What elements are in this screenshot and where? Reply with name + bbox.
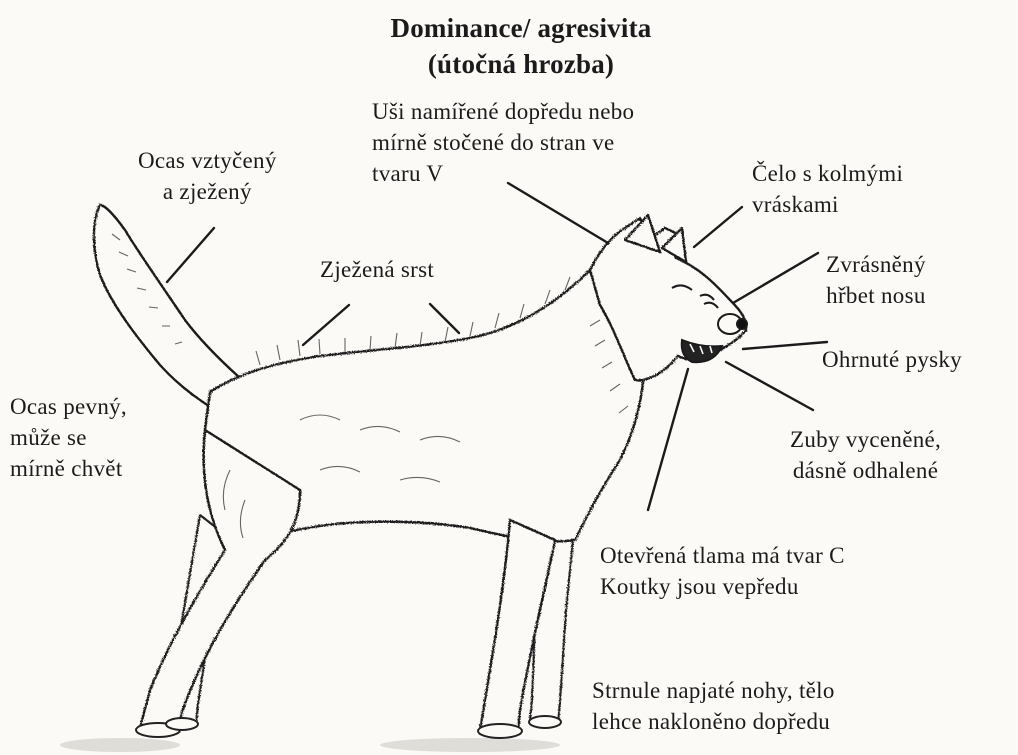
pointer-teeth <box>726 362 813 410</box>
title-line-1: Dominance/ agresivita <box>12 12 1018 44</box>
pointer-hackles-right <box>430 304 459 333</box>
ground-shadow <box>60 738 560 752</box>
pointer-forehead <box>694 207 742 247</box>
label-tail-up: Ocas vztyčený a zježený <box>138 145 277 207</box>
pointer-nose <box>733 253 818 303</box>
label-mouth: Otevřená tlama má tvar C Koutky jsou vep… <box>600 540 845 602</box>
pointer-mouth <box>648 369 688 510</box>
title-line-2: (útočná hrozba) <box>12 48 1018 80</box>
pointer-tail-up <box>167 228 214 282</box>
tail <box>94 205 240 408</box>
label-hackles: Zježená srst <box>320 254 434 285</box>
pointer-lips <box>743 342 827 349</box>
label-forehead: Čelo s kolmými vráskami <box>752 158 903 220</box>
hind-leg <box>140 430 300 732</box>
label-legs: Strnule napjaté nohy, tělo lehce nakloně… <box>592 675 835 737</box>
label-lips: Ohrnuté pysky <box>822 344 962 375</box>
pointer-hackles-left <box>303 305 349 345</box>
label-nose: Zvrásněný hřbet nosu <box>826 249 926 311</box>
label-teeth: Zuby vyceněné, dásně odhalené <box>790 424 941 486</box>
pointer-ears <box>508 183 608 243</box>
label-ears: Uši namířené dopředu nebo mírně stočené … <box>372 96 634 189</box>
label-tail-firm: Ocas pevný, může se mírně chvět <box>10 391 127 484</box>
